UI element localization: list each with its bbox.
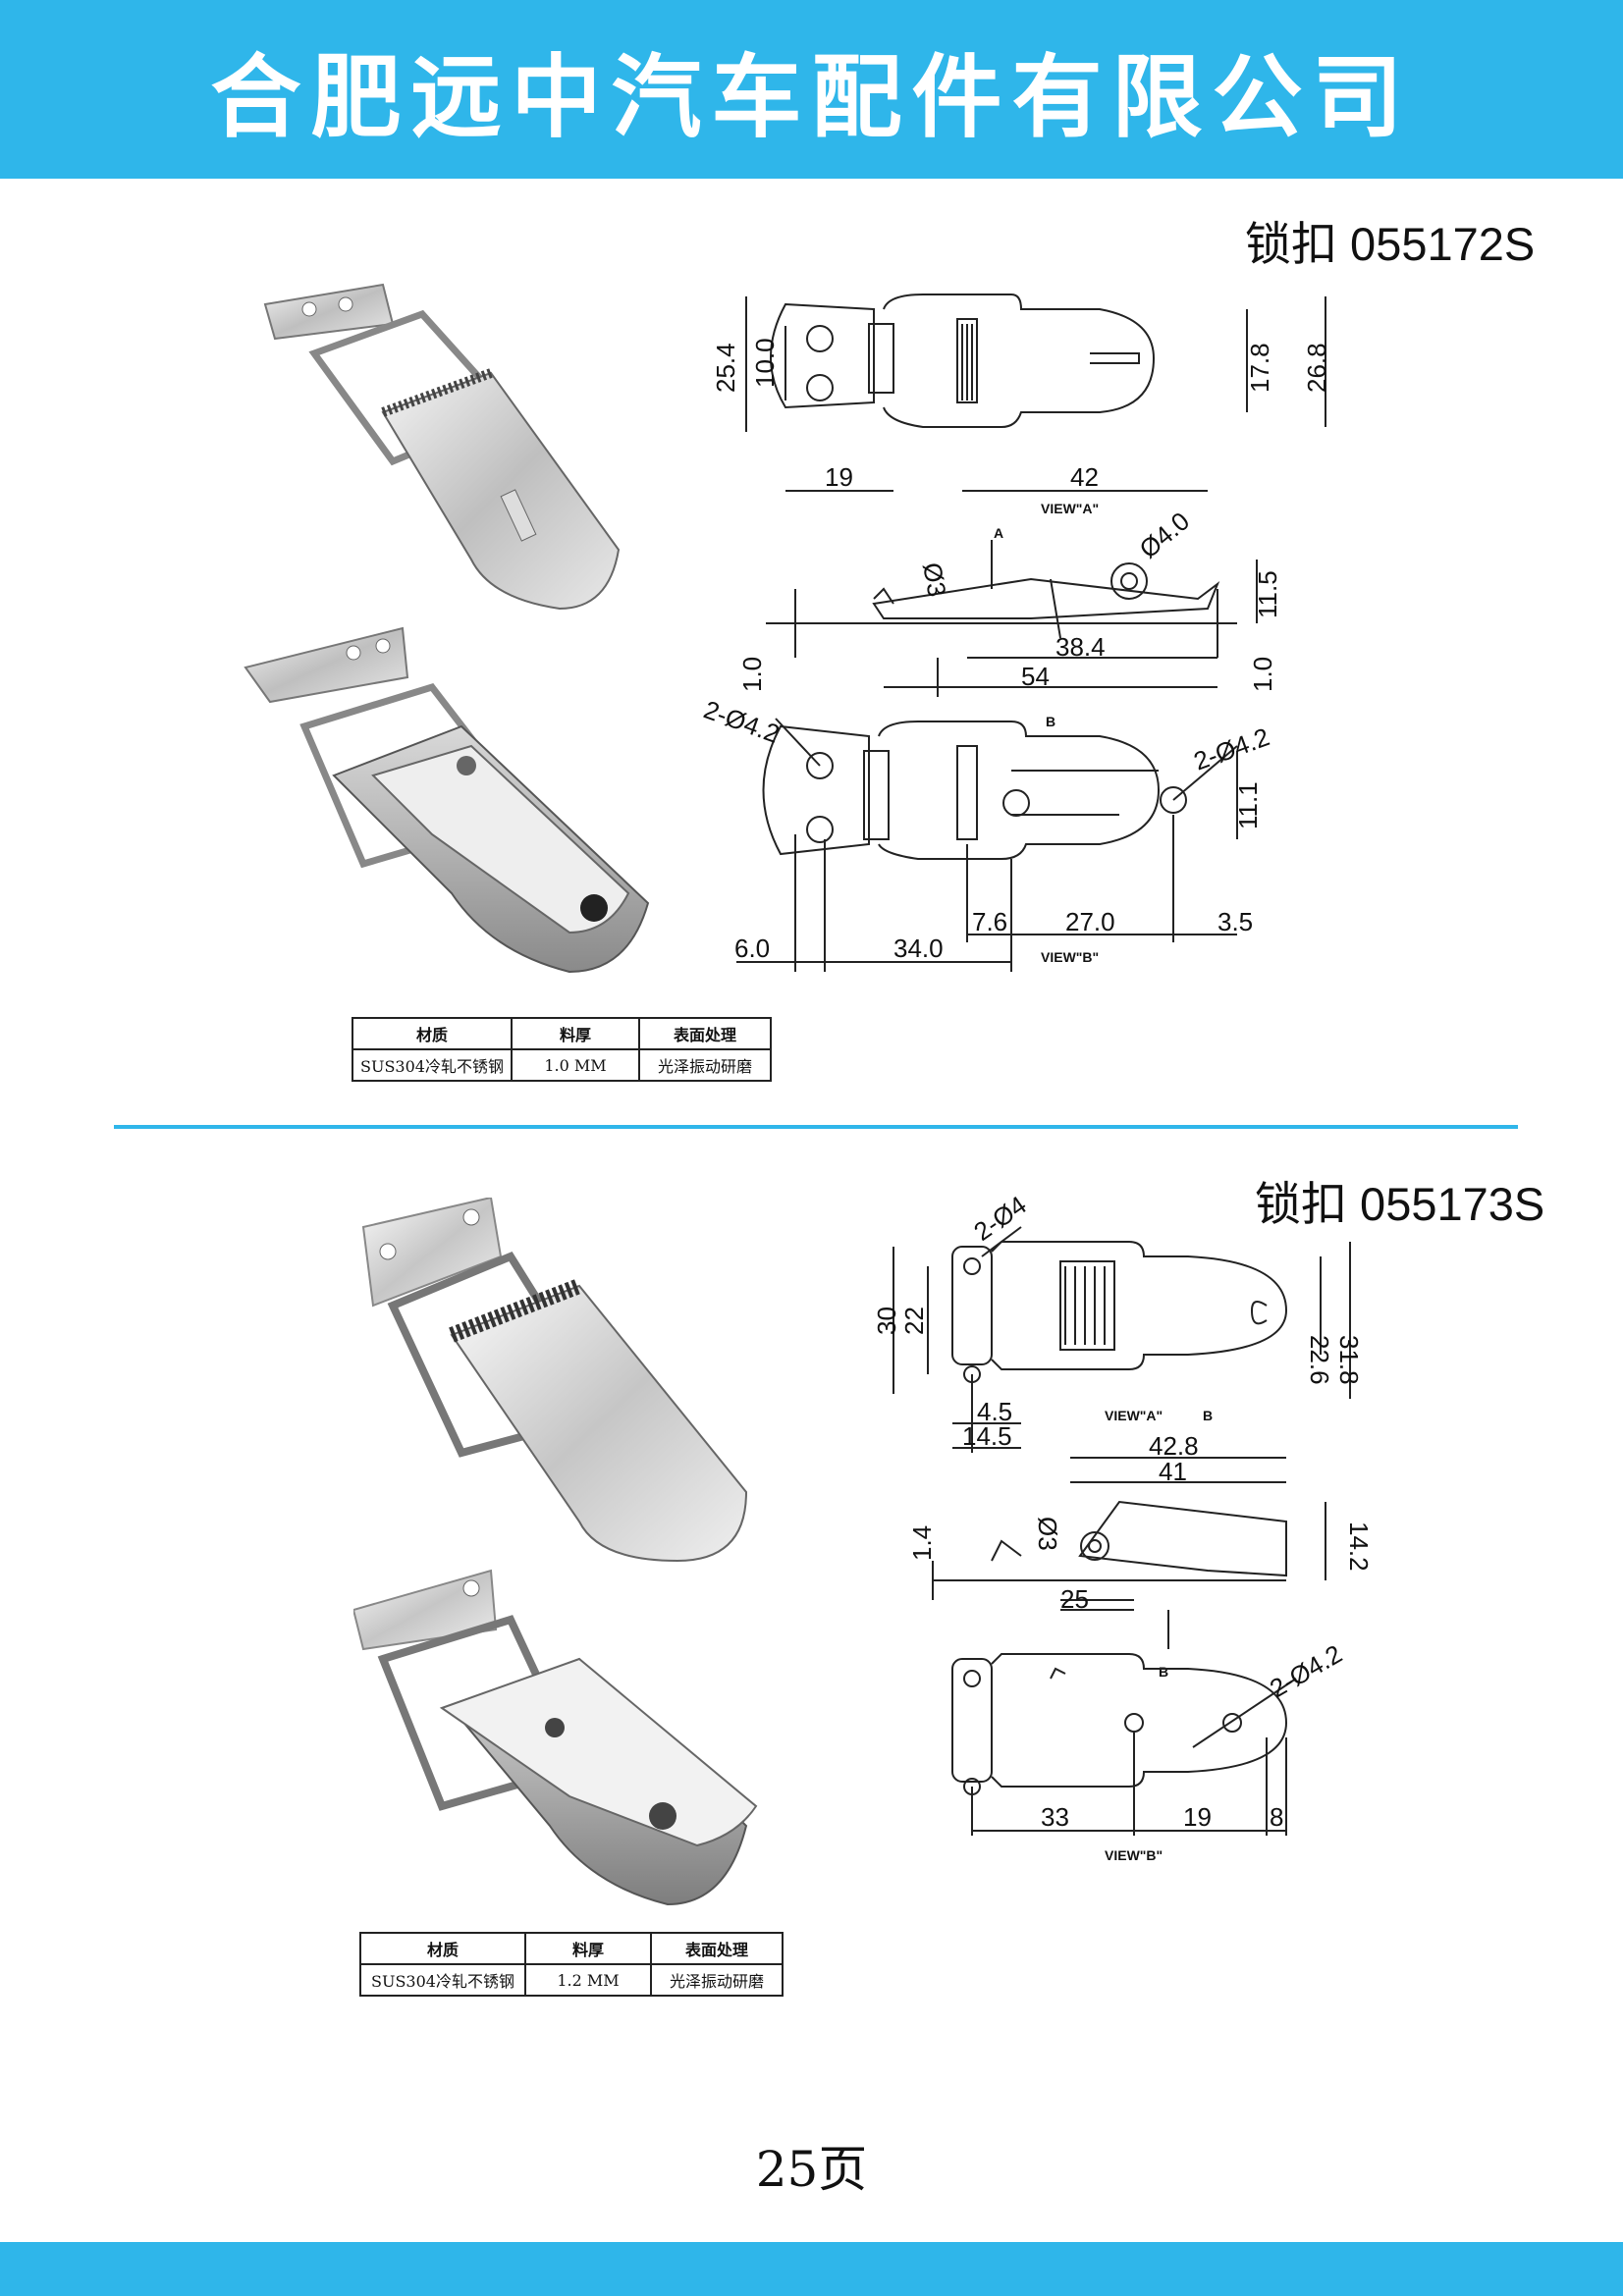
dim-30: 30	[874, 1307, 901, 1335]
spec-table: 材质 料厚 表面处理 SUS304冷轧不锈钢 1.2 MM 光泽振动研磨	[359, 1932, 784, 1997]
dim-1-0-right: 1.0	[1248, 657, 1277, 692]
product-title: 锁扣 055173S	[1255, 1178, 1545, 1230]
header-bar	[0, 0, 1623, 179]
dim-6-0: 6.0	[734, 934, 770, 963]
dim-25: 25	[1060, 1584, 1089, 1614]
dim-22: 22	[899, 1307, 929, 1335]
section-divider	[114, 1125, 1518, 1129]
dim-10-0: 10.0	[750, 338, 780, 388]
marker-a: A	[994, 525, 1003, 541]
company-name: 合肥远中汽车配件有限公司	[210, 43, 1413, 150]
spec-header-material: 材质	[359, 1932, 526, 1965]
dim-1-4: 1.4	[907, 1525, 937, 1561]
spec-header-thickness: 料厚	[511, 1017, 640, 1050]
view-a-label: VIEW"A"	[1041, 501, 1099, 516]
spec-header-finish: 表面处理	[650, 1932, 784, 1965]
dim-1-0-left: 1.0	[737, 657, 767, 692]
dim-8: 8	[1270, 1802, 1283, 1832]
dim-phi3: Ø3	[1033, 1517, 1062, 1551]
view-b-label: VIEW"B"	[1105, 1847, 1163, 1863]
spec-value-material: SUS304冷轧不锈钢	[352, 1048, 513, 1082]
spec-value-thickness: 1.2 MM	[524, 1963, 652, 1997]
marker-b-top: B	[1203, 1408, 1213, 1423]
dim-27-0: 27.0	[1065, 907, 1115, 936]
dim-19: 19	[1183, 1802, 1212, 1832]
spec-header-thickness: 料厚	[524, 1932, 652, 1965]
dim-3-5: 3.5	[1217, 907, 1253, 936]
dim-34-0: 34.0	[893, 934, 944, 963]
product-photo-055172s	[243, 283, 650, 974]
dim-14-5: 14.5	[962, 1421, 1012, 1451]
spec-value-finish: 光泽振动研磨	[638, 1048, 772, 1082]
dim-26-8: 26.8	[1302, 343, 1331, 393]
dim-2-phi4-2-left: 2-Ø4.2	[700, 694, 784, 748]
marker-b-bottom: B	[1159, 1664, 1168, 1680]
product-photo-055173s	[353, 1198, 758, 1906]
dim-41: 41	[1159, 1457, 1187, 1486]
view-b-label: VIEW"B"	[1041, 949, 1099, 965]
page-number: 25页	[755, 2141, 868, 2198]
dim-42: 42	[1070, 462, 1099, 492]
technical-drawing-055172s: 25.4 10.0 17.8 26.8 19 42 VIEW"A" Ø3 Ø4.…	[700, 294, 1331, 972]
spec-value-finish: 光泽振动研磨	[650, 1963, 784, 1997]
dim-25-4: 25.4	[711, 343, 740, 393]
product-title: 锁扣 055172S	[1245, 218, 1536, 270]
technical-drawing-055173s: 2-Ø4 30 22 22.6 31.8 4.5 14.5 VIEW"A" B …	[874, 1190, 1374, 1863]
spec-table: 材质 料厚 表面处理 SUS304冷轧不锈钢 1.0 MM 光泽振动研磨	[352, 1017, 772, 1082]
dim-phi3: Ø3	[917, 561, 952, 599]
dim-2-phi4-2: 2-Ø4.2	[1265, 1638, 1347, 1703]
spec-header-material: 材质	[352, 1017, 513, 1050]
dim-42-8: 42.8	[1149, 1431, 1199, 1461]
spec-header-finish: 表面处理	[638, 1017, 772, 1050]
dim-38-4: 38.4	[1055, 632, 1106, 662]
spec-value-thickness: 1.0 MM	[511, 1048, 640, 1082]
dim-31-8: 31.8	[1334, 1335, 1364, 1385]
dim-54: 54	[1021, 662, 1050, 691]
dim-phi4-0: Ø4.0	[1134, 506, 1195, 563]
dim-17-8: 17.8	[1245, 343, 1274, 393]
dim-2-phi4: 2-Ø4	[968, 1190, 1032, 1247]
dim-19: 19	[825, 462, 853, 492]
dim-4-5: 4.5	[977, 1397, 1012, 1426]
dim-11-1: 11.1	[1233, 781, 1263, 829]
dim-7-6: 7.6	[972, 907, 1007, 936]
marker-b: B	[1046, 714, 1055, 729]
view-a-label: VIEW"A"	[1105, 1408, 1163, 1423]
spec-value-material: SUS304冷轧不锈钢	[359, 1963, 526, 1997]
dim-2-phi4-2-right: 2-Ø4.2	[1190, 721, 1273, 775]
dim-33: 33	[1041, 1802, 1069, 1832]
footer-bar	[0, 2242, 1623, 2296]
dim-14-2: 14.2	[1344, 1522, 1374, 1572]
dim-11-5: 11.5	[1253, 570, 1282, 618]
dim-22-6: 22.6	[1305, 1335, 1334, 1385]
